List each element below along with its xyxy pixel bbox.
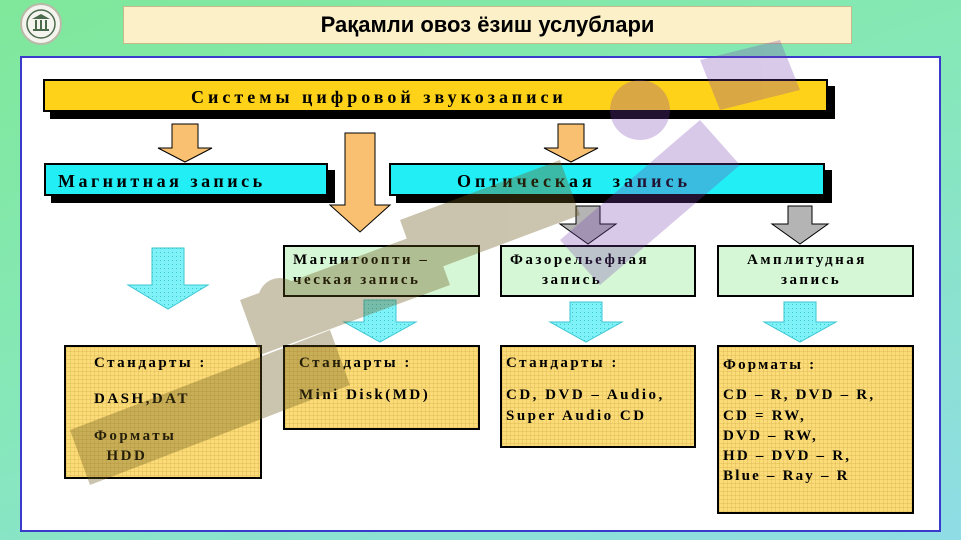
magneto-optical-box: Магнитоопти – ческая запись: [283, 245, 480, 297]
institution-logo-icon: [20, 3, 62, 45]
phase-relief-box: Фазорельефная запись: [500, 245, 696, 297]
amplitude-line-2: запись: [781, 272, 842, 288]
cell-line: CD = RW,: [723, 407, 806, 424]
amplitude-box: Амплитудная запись: [717, 245, 914, 297]
amplitude-formats-cell: Форматы : CD – R, DVD – R, CD = RW, DVD …: [717, 345, 914, 514]
magnetic-label: Магнитная запись: [58, 171, 266, 191]
cell-line: Mini Disk(MD): [299, 387, 431, 404]
down-arrow-icon: [126, 247, 210, 310]
cell-line: HDD: [94, 447, 148, 464]
magneto-optical-line-2: ческая запись: [293, 272, 421, 288]
cell-line: [94, 410, 260, 426]
cell-line: Стандарты :: [94, 355, 207, 371]
optical-label: Оптическая запись: [457, 171, 692, 191]
cell-line: DASH,DAT: [94, 391, 190, 408]
cell-line: Super Audio CD: [506, 407, 647, 424]
cell-line: Форматы: [94, 427, 177, 444]
cell-line: HD – DVD – R,: [723, 448, 852, 464]
down-arrow-icon: [342, 299, 418, 343]
down-arrow-icon: [543, 123, 599, 163]
page-title-text: Рақамли овоз ёзиш услублари: [320, 12, 655, 37]
phase-relief-standards-cell: Стандарты : CD, DVD – Audio, Super Audio…: [500, 345, 696, 448]
cell-line: [506, 373, 694, 385]
down-arrow-icon: [548, 301, 624, 343]
cell-line: Blue – Ray – R: [723, 468, 850, 485]
amplitude-line-1: Амплитудная: [747, 252, 867, 268]
down-arrow-icon: [328, 132, 392, 233]
magnetic-box: Магнитная запись: [44, 163, 328, 196]
magneto-optical-line-1: Магнитоопти –: [293, 252, 430, 268]
cell-line: DVD – RW,: [723, 427, 818, 444]
magneto-optical-standards-cell: Стандарты : Mini Disk(MD): [283, 345, 480, 430]
cell-line: CD, DVD – Audio,: [506, 387, 665, 404]
cell-line: [94, 373, 260, 389]
phase-relief-line-2: запись: [542, 272, 603, 288]
down-arrow-icon: [157, 123, 213, 163]
cell-line: Форматы :: [723, 357, 817, 373]
root-label: Системы цифровой звукозаписи: [191, 87, 567, 107]
cell-line: [299, 373, 478, 385]
down-arrow-icon: [770, 205, 830, 245]
root-box: Системы цифровой звукозаписи: [43, 79, 828, 112]
page-title: Рақамли овоз ёзиш услублари: [123, 6, 852, 44]
optical-box: Оптическая запись: [389, 163, 825, 196]
cell-line: CD – R, DVD – R,: [723, 387, 876, 404]
magnetic-standards-cell: Стандарты : DASH,DAT Форматы HDD: [64, 345, 262, 479]
cell-line: Стандарты :: [299, 355, 412, 371]
phase-relief-line-1: Фазорельефная: [510, 252, 650, 268]
cell-line: [723, 375, 912, 385]
down-arrow-icon: [558, 205, 618, 245]
down-arrow-icon: [762, 301, 838, 343]
cell-line: Стандарты :: [506, 355, 619, 371]
